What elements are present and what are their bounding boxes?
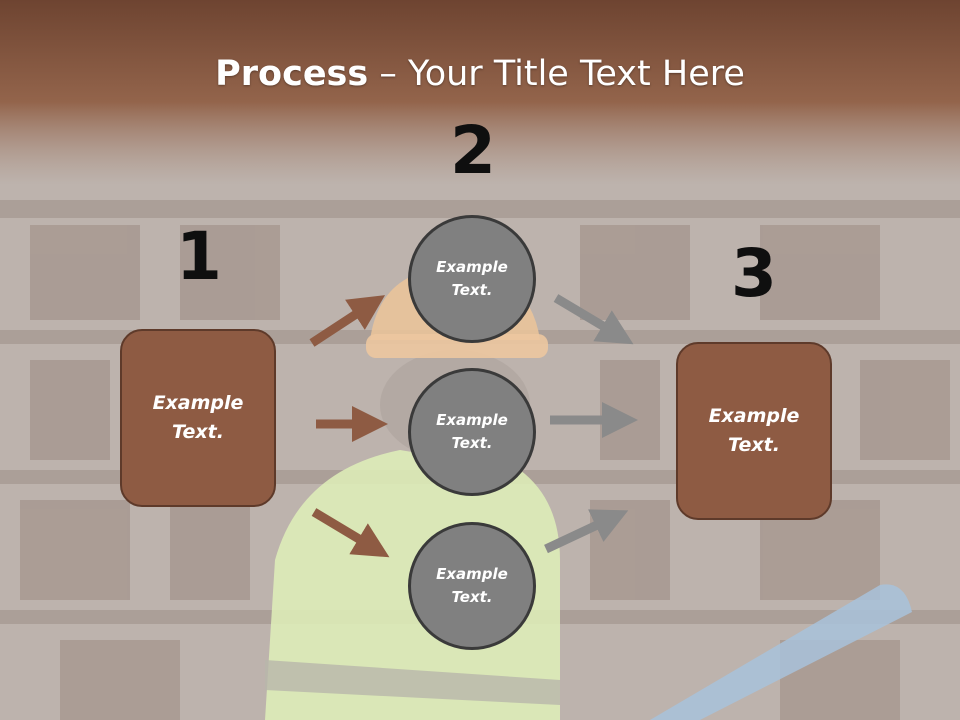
process-circle-top-text: Example Text. xyxy=(436,258,508,299)
process-circle-middle-text: Example Text. xyxy=(436,411,508,452)
process-circle-bottom-text: Example Text. xyxy=(436,565,508,606)
process-box-right: Example Text. xyxy=(676,342,832,520)
process-circle-top: Example Text. xyxy=(408,215,536,343)
process-box-left: Example Text. xyxy=(120,329,276,507)
slide-title: Process – Your Title Text Here xyxy=(0,52,960,96)
process-box-right-text: Example Text. xyxy=(708,405,800,456)
title-separator: – xyxy=(368,54,408,94)
step-number-2: 2 xyxy=(450,112,496,189)
title-bold: Process xyxy=(215,54,369,94)
process-box-left-text: Example Text. xyxy=(152,392,244,443)
process-circle-bottom: Example Text. xyxy=(408,522,536,650)
title-rest: Your Title Text Here xyxy=(407,54,745,94)
process-circle-middle: Example Text. xyxy=(408,368,536,496)
step-number-1: 1 xyxy=(176,218,222,295)
step-number-3: 3 xyxy=(731,235,777,312)
